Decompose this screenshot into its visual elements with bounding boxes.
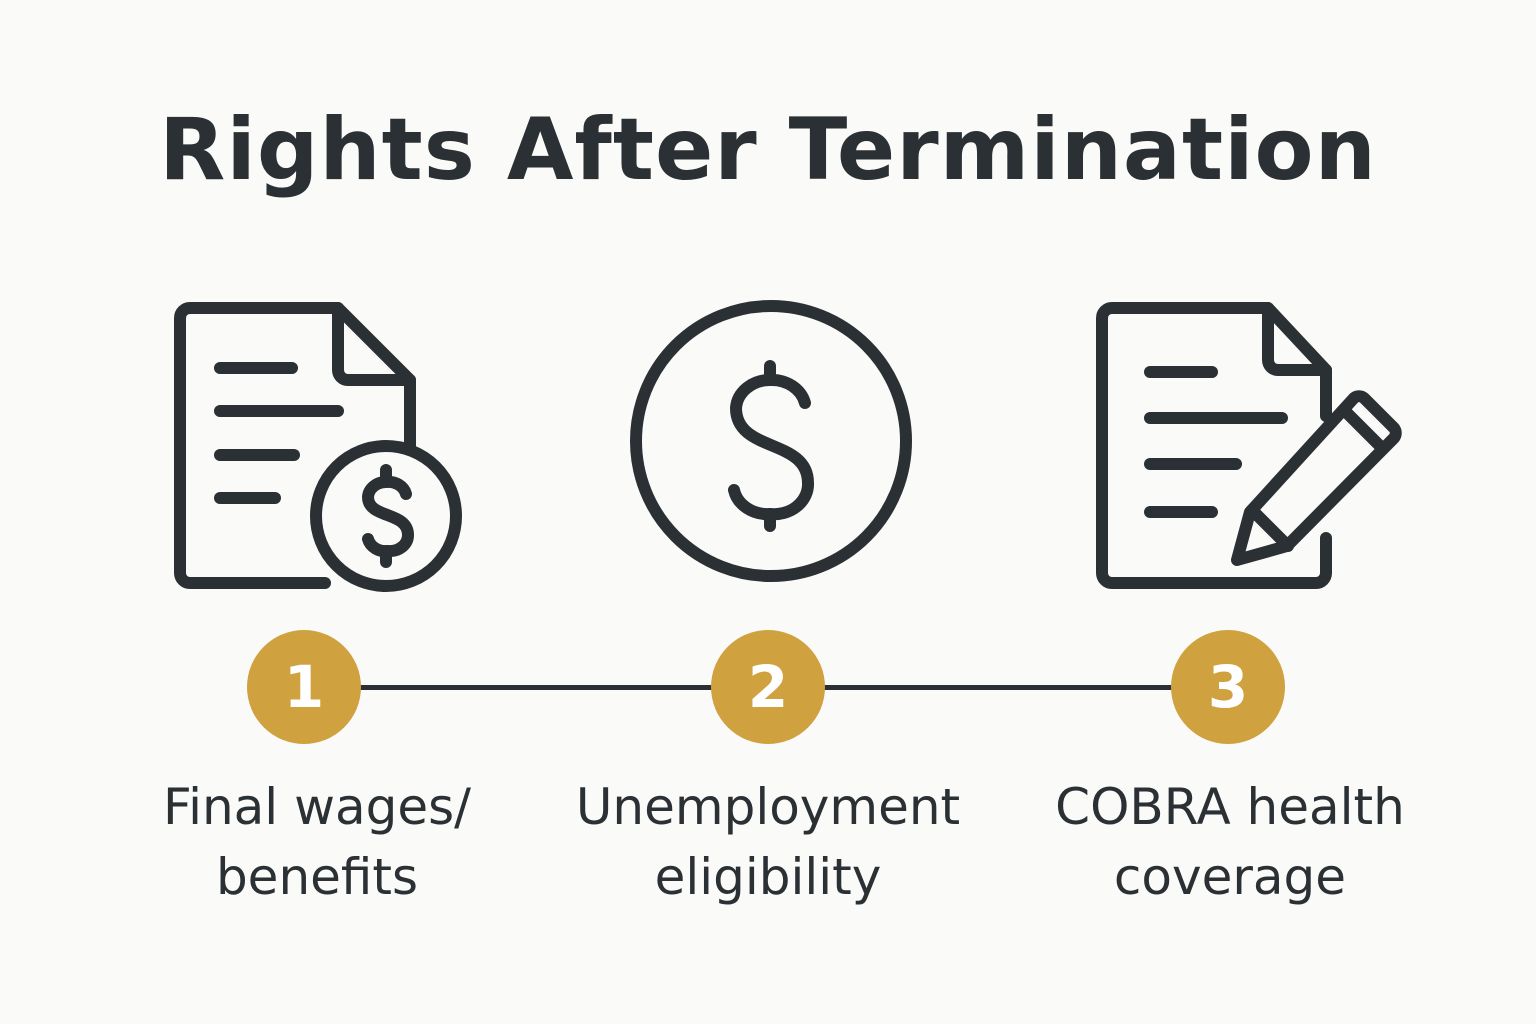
step-2-badge: 2 bbox=[711, 630, 825, 744]
step-3-label: COBRA health coverage bbox=[1000, 772, 1460, 912]
step-1-label: Final wages/ benefits bbox=[87, 772, 547, 912]
step-1-label-line2: benefits bbox=[215, 848, 419, 906]
document-pencil-icon bbox=[1092, 298, 1412, 598]
step-3-label-line2: coverage bbox=[1113, 848, 1347, 906]
step-2-label-line1: Unemployment bbox=[575, 778, 961, 836]
step-2-label-line2: eligibility bbox=[654, 848, 882, 906]
document-dollar-icon bbox=[170, 298, 470, 598]
dollar-circle-icon bbox=[628, 300, 918, 590]
page-title: Rights After Termination bbox=[159, 100, 1377, 200]
step-3-label-line1: COBRA health bbox=[1055, 778, 1405, 836]
step-2-label: Unemployment eligibility bbox=[538, 772, 998, 912]
step-1-label-line1: Final wages/ bbox=[162, 778, 472, 836]
step-1-badge: 1 bbox=[247, 630, 361, 744]
step-3-badge: 3 bbox=[1171, 630, 1285, 744]
